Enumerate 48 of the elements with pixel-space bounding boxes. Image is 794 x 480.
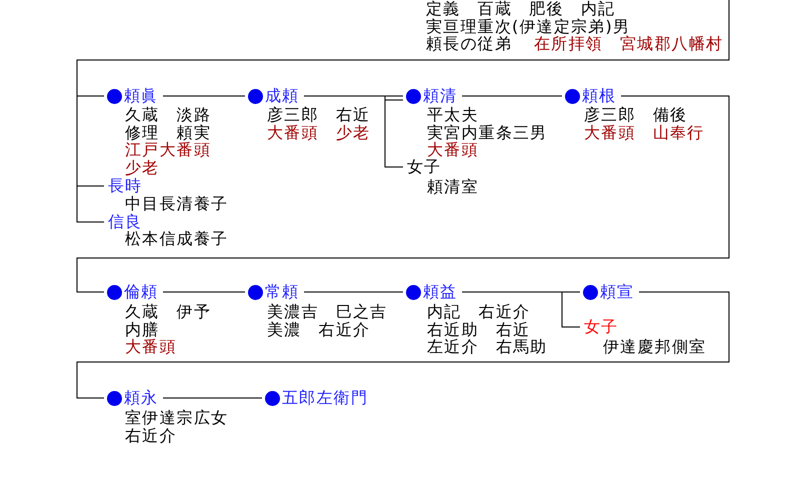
connector-line <box>76 0 730 222</box>
note-text: 平太夫 <box>427 106 479 124</box>
note-text: 右近介 <box>125 426 177 444</box>
person-name: 頼益 <box>423 283 458 301</box>
note-text: 右近助 右近 <box>427 320 530 338</box>
note-text: 実亘理重次(伊達定宗弟)男 <box>426 16 630 36</box>
note-text: 久蔵 淡路 <box>125 106 211 124</box>
note-text: 大番頭 <box>427 141 479 159</box>
person-name: 信良 <box>104 213 148 231</box>
connector-line <box>304 96 404 168</box>
person-name: 頼宣 <box>600 283 634 301</box>
note-text: 中目長清養子 <box>125 195 228 213</box>
person-name: 女子 <box>580 318 624 336</box>
person-name: 五郎左衛門 <box>282 389 368 407</box>
note-text: 定義 百蔵 肥後 内記 <box>426 0 616 18</box>
note-text: 松本信成養子 <box>125 230 228 248</box>
note-text: 大番頭 <box>125 338 177 356</box>
note-text: 江戸大番頭 <box>125 141 211 159</box>
note-text: 少老 <box>125 158 160 176</box>
note-text: 久蔵 伊予 <box>125 303 211 321</box>
person-name: 成頼 <box>265 87 300 105</box>
note-text: 室伊達宗広女 <box>125 409 228 427</box>
note-text: 左近介 右馬助 <box>427 338 548 356</box>
note-text: 内膳 <box>125 320 160 338</box>
person-name: 頼永 <box>124 389 158 407</box>
person-name: 倫頼 <box>124 283 158 301</box>
note-text: 彦三郎 右近 <box>267 106 370 124</box>
note-text: 大番頭 少老 <box>267 124 370 142</box>
note-text: 頼清室 <box>427 178 479 196</box>
person-name: 女子 <box>403 158 446 176</box>
note-text: 在所拝領 宮城郡八幡村 <box>534 34 724 53</box>
person-name: 常頼 <box>265 283 300 301</box>
connector-line <box>462 292 580 328</box>
note-text: 伊達慶邦側室 <box>603 338 706 356</box>
connector-line <box>76 96 730 292</box>
note-text: 美濃吉 巳之吉 <box>267 303 388 321</box>
note-text: 実宮内重条三男 <box>427 124 548 142</box>
person-name: 頼根 <box>582 87 616 105</box>
note-text: 修理 頼実 <box>125 124 211 142</box>
connector-line <box>76 292 730 398</box>
note-text: 彦三郎 備後 <box>584 106 688 124</box>
note-text: 美濃 右近介 <box>267 320 370 338</box>
person-name: 頼眞 <box>124 87 158 105</box>
person-name: 頼清 <box>423 87 458 105</box>
note-text: 内記 右近介 <box>427 303 530 321</box>
person-name: 長時 <box>104 177 148 195</box>
note-text: 頼長の従弟 <box>426 34 512 53</box>
note-text: 大番頭 山奉行 <box>584 124 704 142</box>
